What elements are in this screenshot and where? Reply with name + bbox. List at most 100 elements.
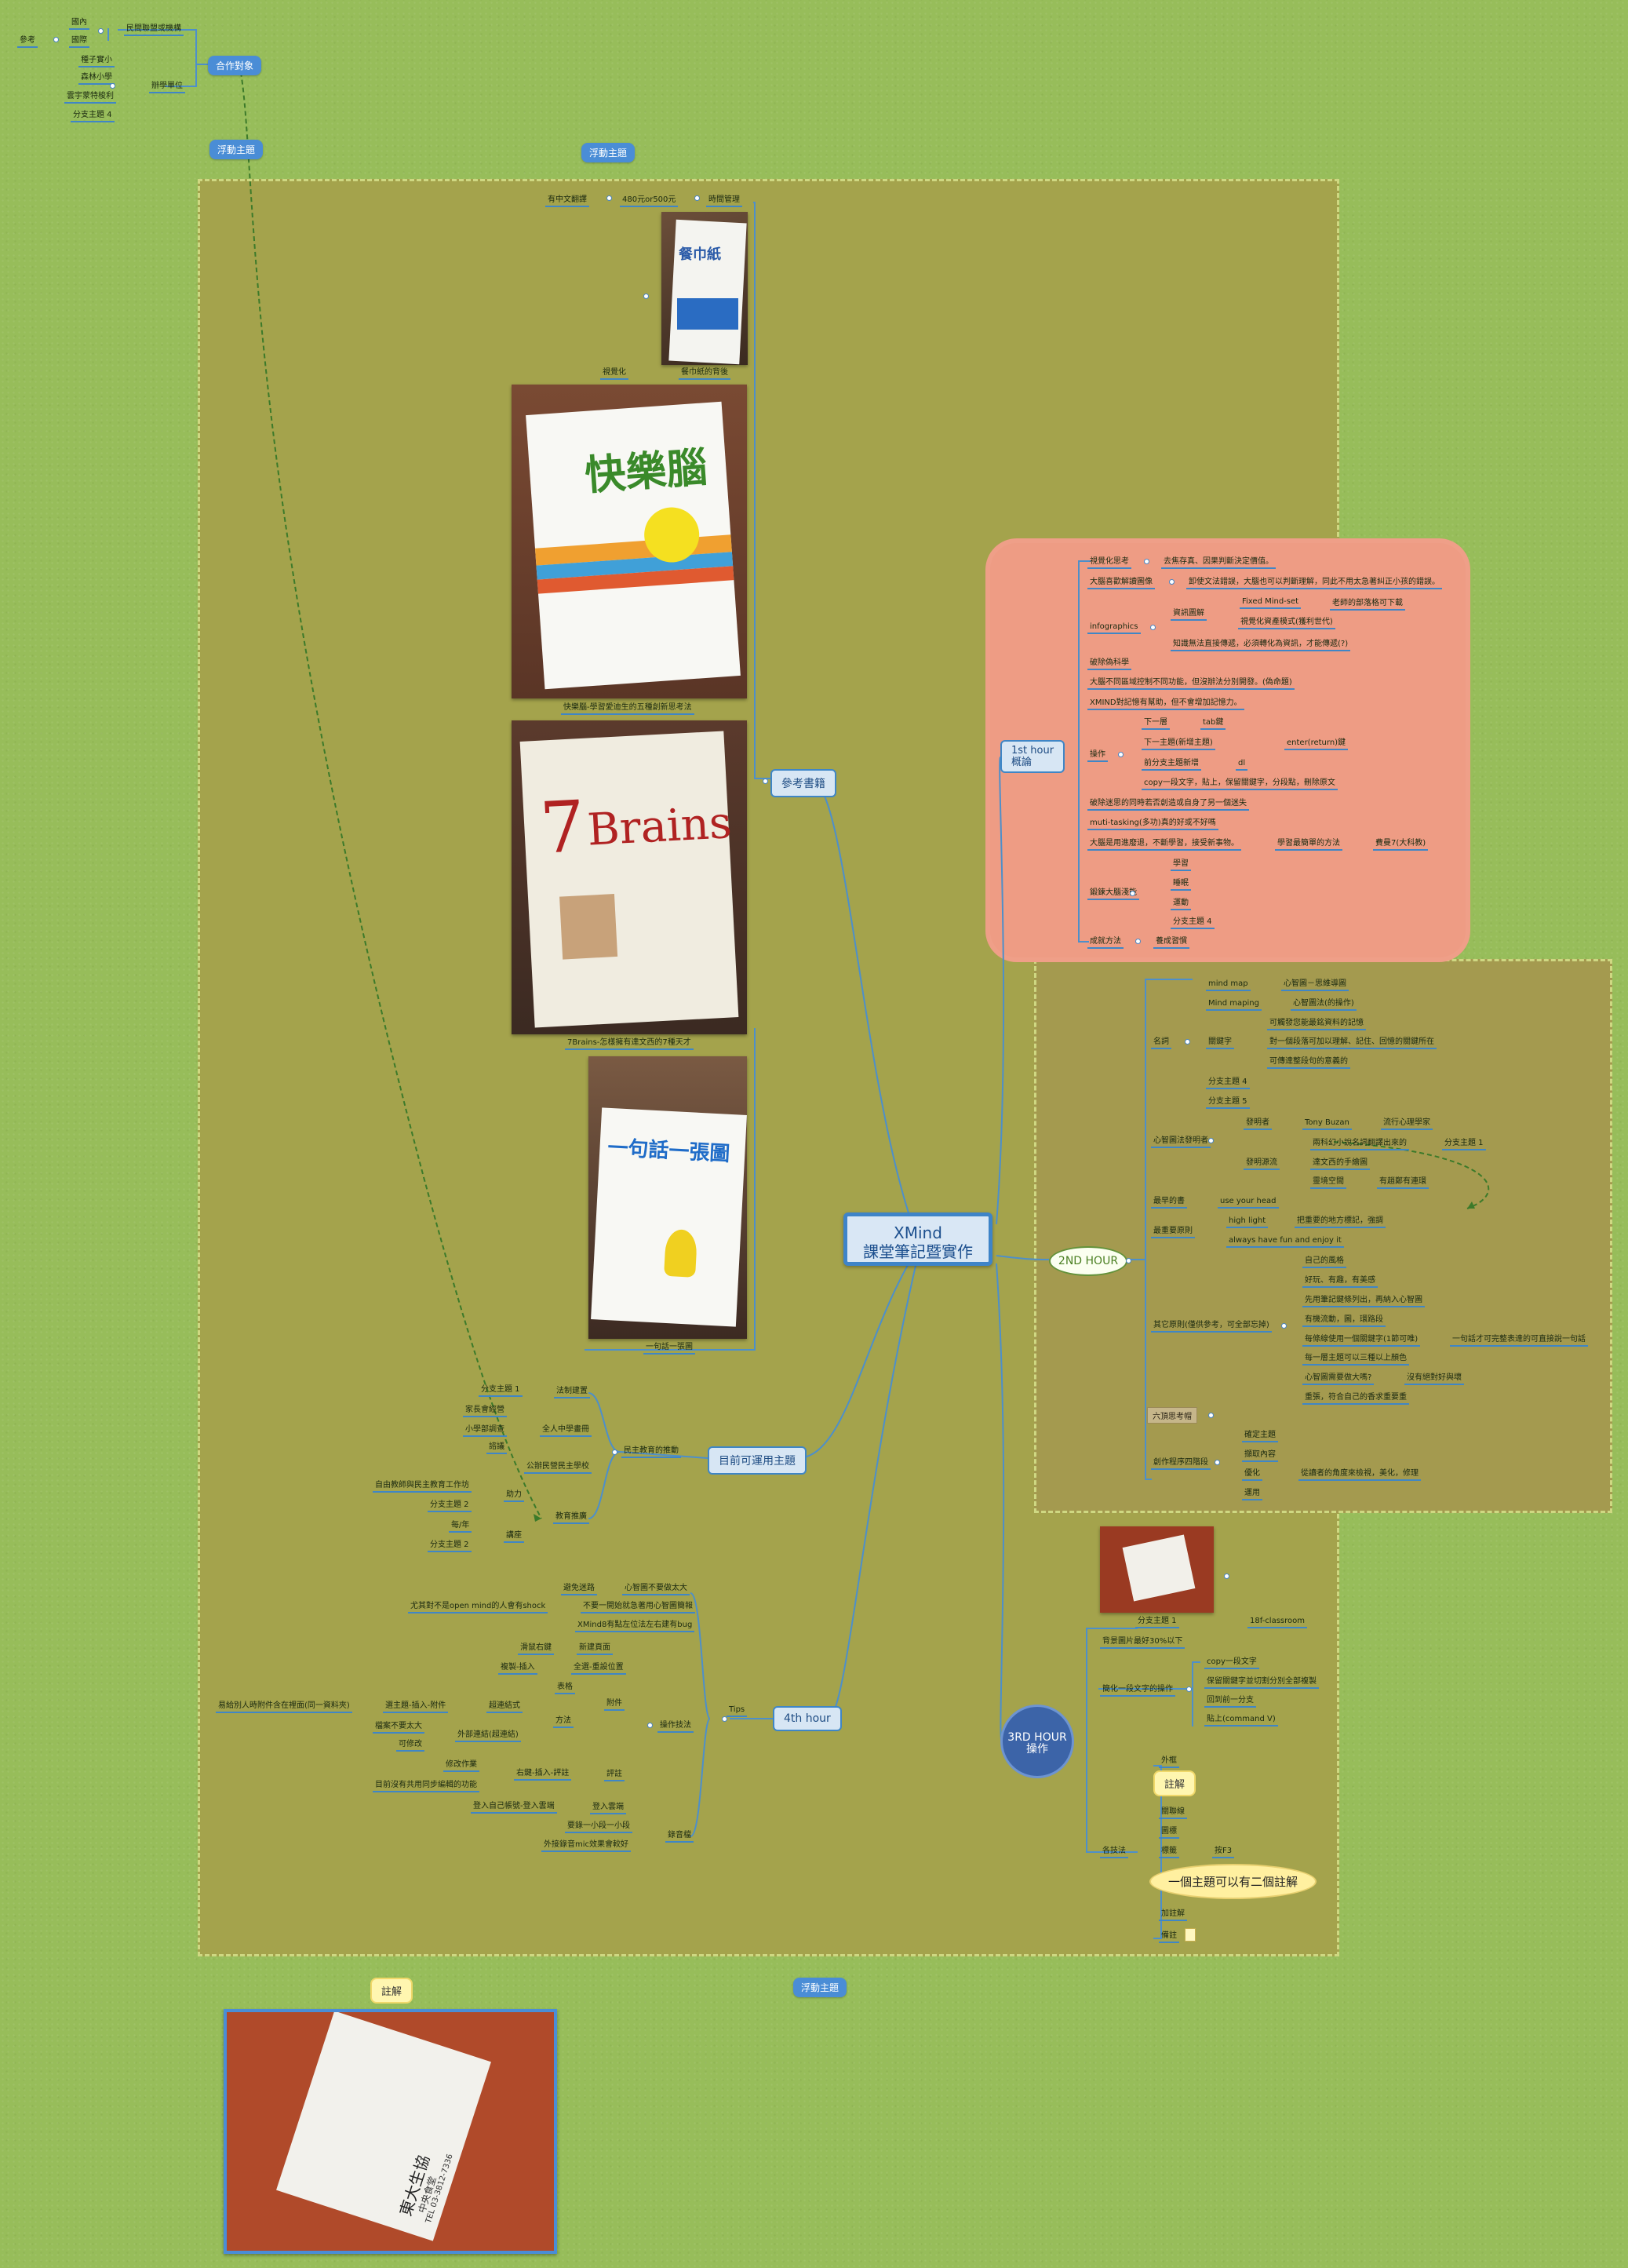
memory-label: 靈境空間 [1310, 1176, 1346, 1189]
floating-topic-2[interactable]: 浮動主題 [581, 143, 636, 162]
cloud-label: 登入雲端 [590, 1802, 626, 1814]
book4-image[interactable]: 一句話一張圖 [588, 1056, 747, 1339]
floating-topic-3[interactable]: 浮動主題 [793, 1978, 847, 1997]
format-label: 超連結式 [486, 1701, 523, 1713]
books-topic[interactable]: 參考書籍 [770, 769, 836, 797]
infographics-label: infographics [1087, 622, 1141, 634]
expand-dot[interactable] [98, 28, 104, 34]
4th-hour-topic[interactable]: 4th hour [773, 1706, 842, 1731]
expand-dot[interactable] [1150, 625, 1156, 630]
expand-dot[interactable] [606, 195, 612, 201]
expand-dot[interactable] [1208, 1138, 1214, 1143]
memo-label: 備註 [1159, 1931, 1179, 1943]
bottom-note-callout[interactable]: 註解 [370, 1978, 413, 2004]
lecture-label: 講座 [504, 1530, 524, 1543]
every-year-label: 每/年 [449, 1520, 472, 1533]
keyword-a: 可觸發您能最銘資料的記憶 [1267, 1018, 1366, 1030]
mindmap-label: mind map [1206, 979, 1251, 991]
inventor2-label: 發明者 [1244, 1118, 1272, 1130]
teacher-blog-label: 老師的部落格可下載 [1330, 598, 1405, 611]
add-note-label: 加註解 [1159, 1909, 1187, 1921]
central-title: XMind [894, 1223, 942, 1242]
note-callout[interactable]: 註解 [1153, 1770, 1196, 1796]
principle-8: 重張，符合自己的香求重要重 [1302, 1392, 1409, 1405]
back-label: 回到前一分支 [1204, 1695, 1256, 1708]
expand-dot[interactable] [53, 37, 59, 42]
current-topics-topic[interactable]: 目前可運用主題 [708, 1446, 807, 1475]
expand-dot[interactable] [1169, 579, 1175, 585]
attach-label: 附件 [604, 1698, 625, 1711]
3rd-hour-topic[interactable]: 3RD HOUR 操作 [1000, 1705, 1074, 1778]
memo-document-icon [1185, 1928, 1196, 1942]
avoid-label: 避免迷路 [561, 1583, 597, 1595]
current-sub2a: 分支主題 2 [428, 1500, 472, 1512]
expand-dot[interactable] [1281, 1323, 1287, 1329]
expand-dot[interactable] [647, 1723, 653, 1728]
expand-dot[interactable] [1186, 1686, 1192, 1692]
book1-caption: 餐巾紙的背後 [679, 367, 730, 380]
current-sub2b: 分支主題 2 [428, 1540, 472, 1552]
del-label: dl [1236, 758, 1248, 771]
brain-train-label: 鍛鍊大腦淺能 [1087, 888, 1139, 900]
1st-hour-topic[interactable]: 1st hour 概論 [1000, 740, 1065, 773]
2nd-hour-region [1034, 959, 1612, 1513]
receipt-thumbnail[interactable] [1100, 1526, 1214, 1613]
expand-dot[interactable] [763, 778, 768, 784]
domestic-label: 國內 [69, 17, 89, 30]
expand-dot[interactable] [1208, 1413, 1214, 1418]
floating-topic-1[interactable]: 浮動主題 [209, 140, 264, 159]
skills-label: 各技法 [1100, 1846, 1128, 1858]
force-label: 助力 [504, 1490, 524, 1502]
copy-text-label: copy一段文字，貼上，保留關鍵字，分段點，刪除原文 [1142, 778, 1338, 790]
steiner-label: 雲宇蒙特梭利 [64, 91, 116, 104]
fixed-mindset-label: Fixed Mind-set [1240, 596, 1302, 609]
expand-dot[interactable] [1135, 939, 1141, 944]
mouse-label: 滑鼠右鍵 [518, 1643, 554, 1655]
1st-hour-region [990, 543, 1466, 957]
central-subtitle: 課堂筆記暨實作 [863, 1242, 973, 1261]
partners-topic[interactable]: 合作對象 [208, 56, 262, 75]
1st-hour-subtitle: 概論 [1011, 757, 1033, 768]
expand-dot[interactable] [1130, 891, 1135, 896]
open-mind-label: 尤其對不是open mind的人會有shock [408, 1601, 548, 1613]
receipt-photo[interactable]: 東大生協 中央食堂 TEL 03-3812-7336 [224, 2009, 557, 2254]
expand-dot[interactable] [1224, 1573, 1229, 1579]
apply-label: 運用 [1242, 1488, 1262, 1500]
book3-image[interactable]: 7 Brains [512, 720, 747, 1034]
six-hats-label[interactable]: 六頂思考帽 [1147, 1407, 1197, 1424]
other-principle-label: 其它原則(僅供參考，可全部忘掉) [1151, 1320, 1272, 1333]
tag-label: 標籤 [1159, 1846, 1179, 1858]
expand-dot[interactable] [1185, 1039, 1190, 1045]
expand-dot[interactable] [110, 83, 115, 89]
book1-image[interactable]: 餐巾紙 [661, 212, 748, 365]
right-insert-label: 右鍵-插入-評註 [514, 1768, 572, 1781]
visual-label: 視覺化 [600, 367, 628, 380]
origin-b: 達文西的手繪圖 [1310, 1158, 1370, 1170]
f3-label: 按F3 [1212, 1846, 1235, 1858]
expand-dot[interactable] [1118, 752, 1124, 757]
sleep-label: 睡眠 [1171, 878, 1191, 891]
expand-dot[interactable] [643, 294, 649, 299]
login-label: 登入自己帳號-登入雲端 [471, 1801, 557, 1814]
may-modify-label: 可修改 [396, 1739, 424, 1752]
expand-dot[interactable] [1126, 1258, 1131, 1263]
principle-5: 每條線使用一個關鍵字(1節可唯) [1302, 1334, 1421, 1347]
public-school-label: 公辦民營民主學校 [524, 1461, 592, 1474]
brain-focus-label: 大腦是用進廢退，不斷學習，接受新事物。 [1087, 838, 1241, 851]
expand-dot[interactable] [1215, 1460, 1220, 1465]
ngo-label: 民間聯盟或機構 [124, 24, 184, 36]
expand-dot[interactable] [1144, 559, 1149, 564]
expand-dot[interactable] [612, 1449, 617, 1455]
expand-dot[interactable] [722, 1716, 727, 1722]
expand-dot[interactable] [694, 195, 700, 201]
central-topic[interactable]: XMind 課堂筆記暨實作 [843, 1212, 992, 1266]
two-notes-callout[interactable]: 一個主題可以有二個註解 [1149, 1864, 1317, 1899]
principle-6: 每一層主題可以三種以上顏色 [1302, 1353, 1409, 1366]
principle-3: 先用筆記鍵條列出，再納入心智圖 [1302, 1295, 1425, 1307]
middle-survey-label: 小學部調查 [463, 1424, 507, 1437]
2nd-hour-topic[interactable]: 2ND HOUR [1049, 1246, 1127, 1276]
middle-book-label: 全人中學畫冊 [540, 1424, 592, 1437]
classroom-label: 18f-classroom [1247, 1616, 1307, 1628]
book2-image[interactable]: 快樂腦 [512, 385, 747, 698]
